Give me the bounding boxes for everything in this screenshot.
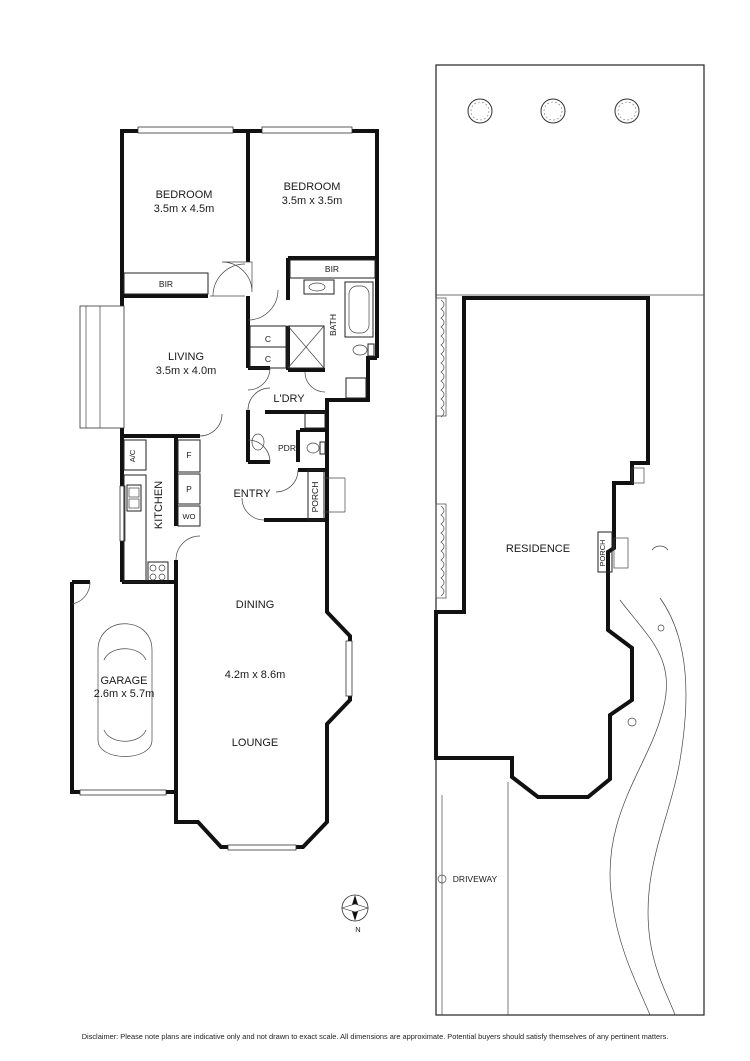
exterior-walls bbox=[70, 129, 379, 849]
garage-name: GARAGE bbox=[100, 675, 147, 687]
fixtures bbox=[97, 259, 376, 757]
lounge-label: LOUNGE bbox=[232, 737, 278, 749]
bedroom1-size: 3.5m x 4.5m bbox=[154, 203, 215, 215]
fridge-label: F bbox=[186, 450, 191, 460]
door-swings bbox=[71, 261, 326, 605]
pantry-label: P bbox=[186, 484, 192, 494]
site-plan: PORCH RESIDENCE DRIVEWAY bbox=[434, 64, 705, 1016]
aircon-label: A/C bbox=[128, 449, 137, 462]
disclaimer-text: Disclaimer: Please note plans are indica… bbox=[81, 1032, 669, 1041]
linen-c1-label: C bbox=[265, 334, 271, 344]
tree-icon bbox=[467, 98, 493, 124]
floor-plan: BEDROOM 3.5m x 4.5m BEDROOM 3.5m x 3.5m … bbox=[70, 126, 379, 934]
porch-label: PORCH bbox=[310, 482, 320, 513]
linen-c2-label: C bbox=[265, 354, 271, 364]
living-name: LIVING bbox=[168, 351, 204, 363]
interior-walls bbox=[122, 131, 377, 582]
tree-icon bbox=[614, 98, 640, 124]
driveway-label: DRIVEWAY bbox=[453, 874, 498, 884]
dining-lounge-size: 4.2m x 8.6m bbox=[225, 669, 286, 681]
bath-label: BATH bbox=[328, 314, 338, 336]
kitchen-label: KITCHEN bbox=[153, 481, 165, 529]
bedroom2-size: 3.5m x 3.5m bbox=[282, 195, 343, 207]
bir2-label: BIR bbox=[325, 264, 339, 274]
dining-label: DINING bbox=[236, 599, 275, 611]
entry-label: ENTRY bbox=[233, 488, 271, 500]
wall-oven-label: WO bbox=[183, 512, 196, 521]
bedroom1-name: BEDROOM bbox=[156, 189, 213, 201]
powder-label: PDR bbox=[278, 443, 296, 453]
site-boundary bbox=[435, 64, 705, 1016]
bir1-label: BIR bbox=[159, 279, 173, 289]
bedroom2-name: BEDROOM bbox=[284, 181, 341, 193]
room-labels: BEDROOM 3.5m x 4.5m BEDROOM 3.5m x 3.5m … bbox=[94, 181, 343, 749]
tree-icon bbox=[540, 98, 566, 124]
laundry-label: L'DRY bbox=[273, 393, 305, 405]
garage-size: 2.6m x 5.7m bbox=[94, 688, 155, 700]
compass-north-label: N bbox=[355, 925, 360, 934]
site-porch-label: PORCH bbox=[598, 539, 607, 566]
windows bbox=[79, 126, 353, 851]
residence-label: RESIDENCE bbox=[506, 543, 570, 555]
hedge bbox=[435, 297, 447, 599]
living-size: 3.5m x 4.0m bbox=[156, 365, 217, 377]
compass-icon: N bbox=[340, 894, 370, 934]
site-porch-box bbox=[597, 531, 613, 573]
